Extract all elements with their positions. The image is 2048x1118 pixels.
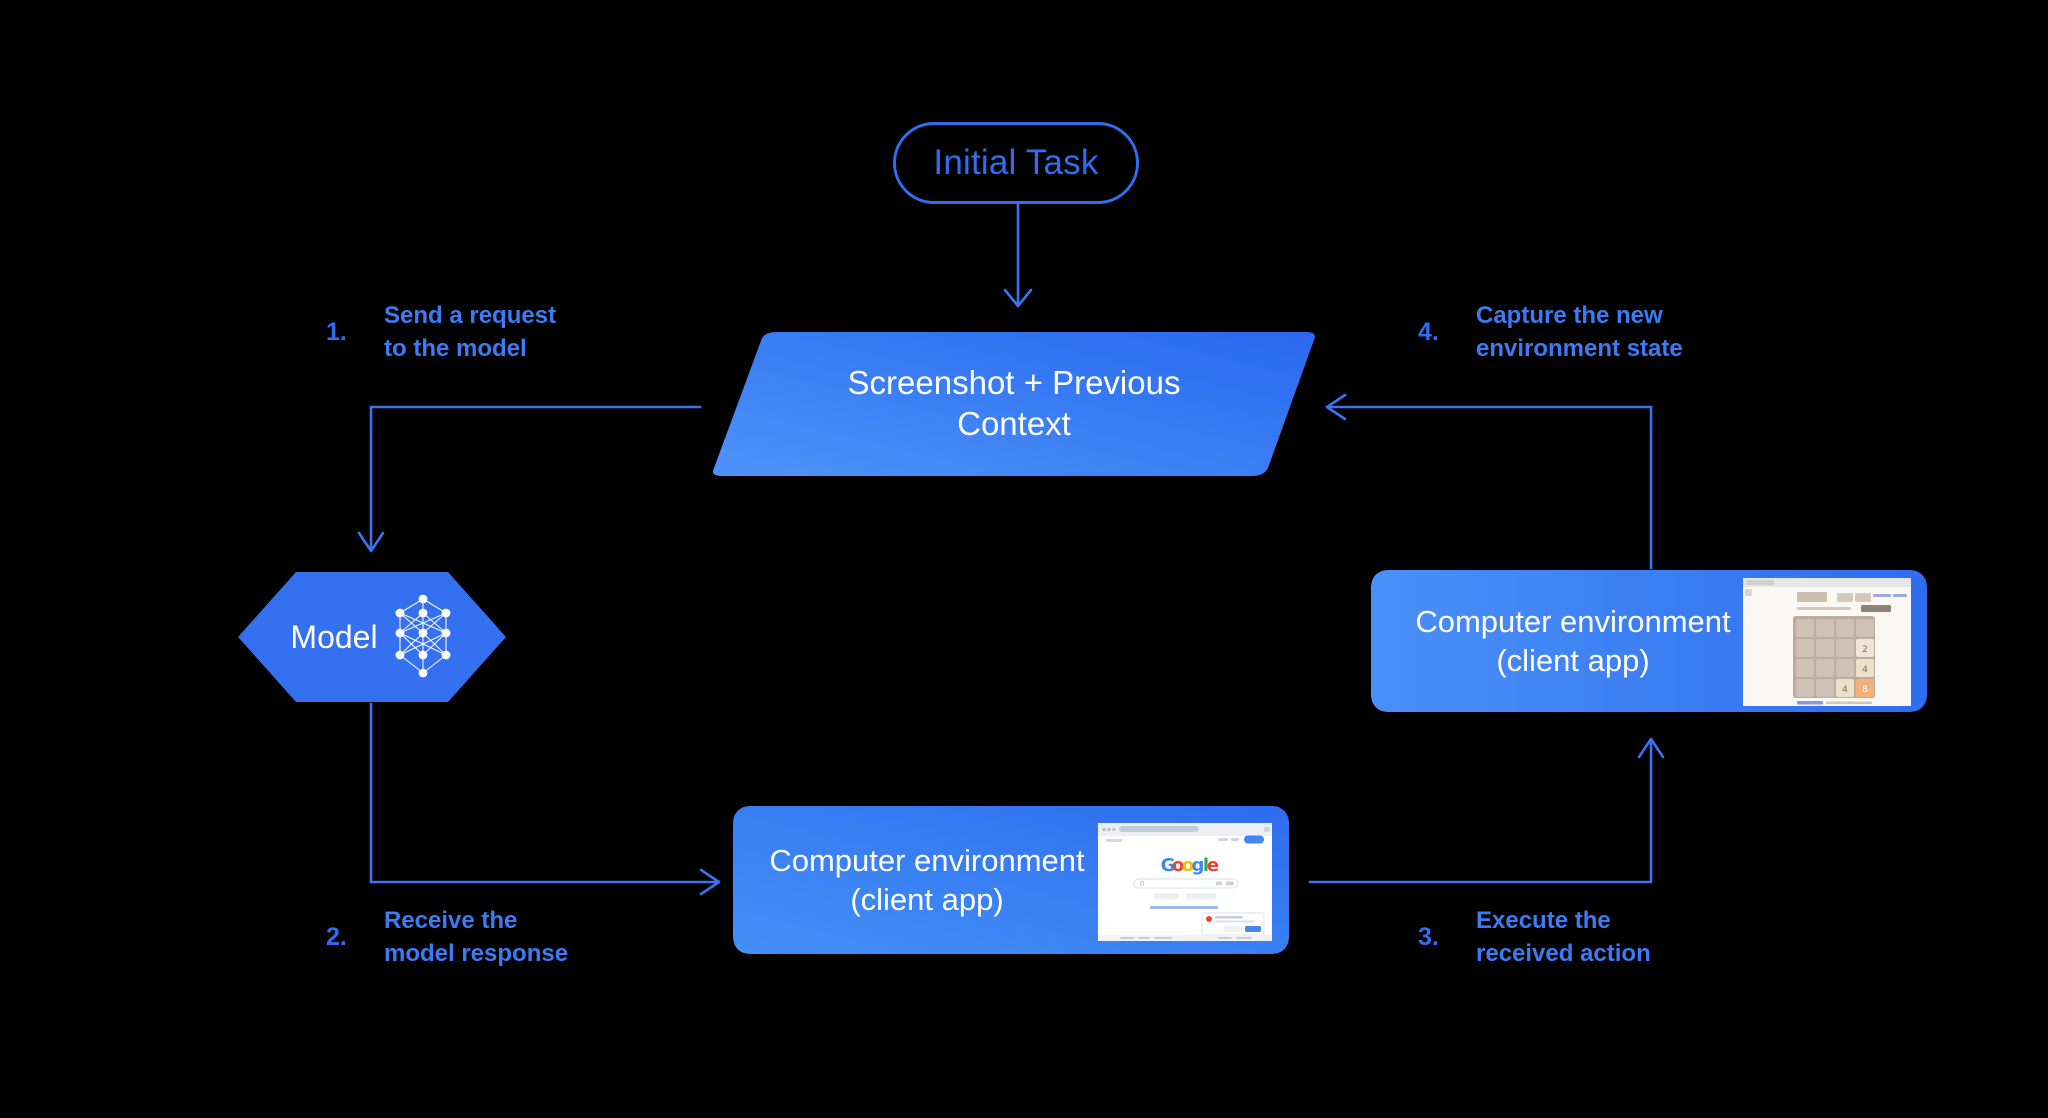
step-2-number: 2. bbox=[326, 923, 347, 952]
step-4-text: Capture the new environment state bbox=[1476, 302, 1683, 362]
screenshot-context-node: Screenshot + Previous Context bbox=[706, 330, 1322, 478]
parallelogram-shape bbox=[713, 332, 1315, 476]
thumbnail-google-search: G o o g l e bbox=[1098, 823, 1272, 941]
svg-text:G: G bbox=[1161, 855, 1176, 876]
svg-text:l: l bbox=[1203, 855, 1209, 876]
step-1-number: 1. bbox=[326, 318, 347, 347]
hexagon-shape bbox=[238, 572, 506, 702]
step-1: 1. Send a request to the model bbox=[326, 300, 556, 365]
svg-text:4: 4 bbox=[1862, 665, 1868, 675]
google-screenshot: G o o g l e bbox=[1098, 823, 1272, 941]
step-4: 4. Capture the new environment state bbox=[1418, 300, 1683, 365]
step-2-text: Receive the model response bbox=[384, 907, 569, 967]
svg-text:o: o bbox=[1172, 855, 1184, 876]
svg-text:8: 8 bbox=[1862, 685, 1868, 695]
step-2: 2. Receive the model response bbox=[326, 905, 568, 970]
svg-text:o: o bbox=[1182, 855, 1194, 876]
svg-text:2: 2 bbox=[1862, 645, 1868, 655]
step-3-number: 3. bbox=[1418, 923, 1439, 952]
initial-task-label: Initial Task bbox=[933, 143, 1099, 182]
svg-text:g: g bbox=[1192, 855, 1205, 876]
step-4-number: 4. bbox=[1418, 318, 1439, 347]
step-3: 3. Execute the received action bbox=[1418, 905, 1651, 970]
svg-text:4: 4 bbox=[1842, 685, 1848, 695]
initial-task-node: Initial Task bbox=[893, 122, 1139, 204]
model-node: Model bbox=[238, 572, 506, 702]
step-3-text: Execute the received action bbox=[1476, 907, 1651, 967]
game-2048-screenshot: 2 4 4 8 bbox=[1743, 578, 1911, 706]
step-1-text: Send a request to the model bbox=[384, 302, 557, 362]
svg-text:e: e bbox=[1207, 855, 1219, 876]
thumbnail-2048-game: 2 4 4 8 bbox=[1743, 578, 1911, 706]
